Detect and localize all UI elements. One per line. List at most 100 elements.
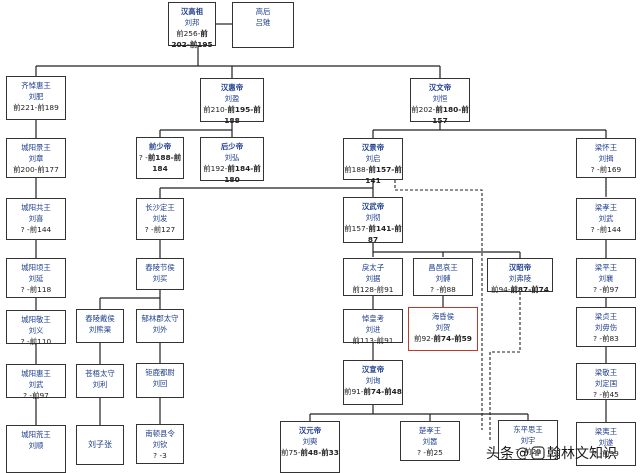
node-dates: ? -前127 [144,225,176,234]
node-title: 高后 [255,7,271,16]
node-name: 刘定国 [594,379,618,388]
node-qidaohui: 齐悼惠王刘肥前221-前189 [6,76,66,120]
node-cangwu: 苍梧太守刘利 [76,364,124,398]
node-name: 刘熊渠 [88,325,112,334]
node-dates: 前157-前141-前87 [344,224,402,244]
node-chengyangqing: 城阳顷王刘延? -前118 [6,258,66,298]
node-name: 刘钦 [152,440,168,449]
node-name: 刘据 [365,274,381,283]
node-name: 刘延 [28,274,44,283]
node-name: 刘外 [152,325,168,334]
node-dates: 前92-前74-前59 [414,334,472,343]
node-name: 刘彻 [365,213,381,222]
node-dates: ? -前45 [593,390,619,399]
node-changyiai: 昌邑哀王刘髆? -前88 [413,258,473,296]
node-name: 刘邦 [184,18,200,27]
node-liangjing: 梁敬王刘定国? -前45 [576,363,636,400]
node-name: 刘嚣 [422,437,438,446]
node-chengyangjing2: 城阳敬王刘义? -前110 [6,310,66,346]
node-xuandi: 汉宣帝刘询前91-前74-前48 [343,360,403,405]
node-haihun: 海昏侯刘贺前92-前74-前59 [408,307,478,351]
node-title: 梁孝王 [594,203,618,212]
node-name: 刘奭 [302,437,318,446]
node-name: 刘毋伤 [594,323,618,332]
node-houshao: 后少帝刘弘前192-前184-前180 [200,137,264,184]
node-chuxiao: 楚孝王刘嚣? -前25 [400,421,460,461]
node-title: 汉宣帝 [361,365,385,374]
node-title: 舂陵节侯 [145,263,175,272]
node-huidi: 汉惠帝刘盈前210-前195-前188 [200,78,264,125]
node-name: 刘武 [28,380,44,389]
node-title: 汉昭帝 [508,263,532,272]
node-title: 郁林郡太守 [141,314,179,323]
node-jingdi: 汉景帝刘启前188-前157-前141 [343,138,403,185]
node-title: 城阳敬王 [21,315,51,324]
node-title: 汉惠帝 [220,83,244,92]
node-nandun: 南顿县令刘钦 ? -3 [136,424,184,464]
succession-dashed [490,292,521,353]
node-name: 刘肥 [28,92,44,101]
node-title: 昌邑哀王 [428,263,458,272]
node-daohuang: 悼皇考刘进前113-前91 [343,309,403,345]
node-name: 刘喜 [28,214,44,223]
node-dates: ? -前39 [593,449,619,458]
node-chengyanggong: 城阳共王刘喜? -前144 [6,198,66,240]
node-name: 刘武 [598,214,614,223]
node-title: 前少帝 [148,142,172,151]
watermark-prefix: 头条 [486,446,514,462]
node-liangping: 梁平王刘襄? -前97 [576,258,636,298]
node-lianghuai: 梁怀王刘揖? -前169 [576,138,636,178]
node-dates: ? -前25 [417,448,443,457]
node-zhaodi: 汉昭帝刘弗陵前94-前87-前74 [487,258,553,294]
node-liuzizhang: 刘子张 [76,425,124,465]
node-title: 齐悼惠王 [21,81,51,90]
node-name: 刘启 [365,154,381,163]
node-title: 长沙定王 [145,203,175,212]
watermark-handle: 翰林文知识 [547,446,617,462]
watermark-at: @ [516,445,529,461]
node-dates: ? -前97 [23,391,49,400]
node-dates: 前256-前202-前195 [171,29,213,49]
node-name: 刘襄 [598,274,614,283]
node-title: 钜鹿都尉 [145,368,175,377]
node-qianshao: 前少帝? -前188-前184 [136,137,184,179]
node-dates: 前113-前91 [352,336,394,345]
node-name: 刘顺 [28,441,44,450]
node-wendi: 汉文帝刘恒前202-前180-前157 [410,78,470,125]
node-chunlingdai: 舂陵戴侯刘熊渠 [76,309,124,343]
node-dates: 前200-前177 [13,165,59,174]
node-dates: ? -前110 [20,337,52,346]
node-title: 梁怀王 [594,143,618,152]
node-name: 刘髆 [435,274,451,283]
node-yuandi: 汉元帝刘奭前75-前48-前33 [280,421,340,473]
node-title: 汉景帝 [361,143,385,152]
node-dates: ? -前97 [593,285,619,294]
node-name: 刘宇 [520,436,536,445]
node-title: 梁贞王 [594,312,618,321]
node-title: 南顿县令 [145,429,175,438]
node-changshading: 长沙定王刘发? -前127 [136,198,184,240]
node-title: 汉高祖 [180,7,204,16]
node-name: 刘揖 [598,154,614,163]
node-liangyi: 梁夷王刘遂 ? -前39 [576,422,636,466]
node-title: 苍梧太守 [85,369,115,378]
node-gaozu: 汉高祖刘邦前256-前202-前195 [168,2,216,49]
node-lvhou: 高后吕雉 [232,2,294,48]
node-chengyanghui: 城阳惠王刘武 ? -前97 [6,364,66,400]
node-title: 梁夷王 [594,427,618,436]
node-liangxiao: 梁孝王刘武? -前144 [576,198,636,240]
node-name: 刘买 [152,274,168,283]
node-name: 刘询 [365,376,381,385]
node-yulin: 郁林郡太守刘外 [136,309,184,343]
node-dates: ? -3 [153,451,167,460]
node-dates: 前128-前91 [352,285,394,294]
node-title: 汉武帝 [361,202,385,211]
node-name: 刘弗陵 [508,274,532,283]
node-title: 悼皇考 [361,314,385,323]
node-title: 城阳景王 [21,143,51,152]
node-title: 汉文帝 [428,83,452,92]
node-name: 刘遂 [598,438,614,447]
node-title: 城阳惠王 [21,369,51,378]
node-title: 城阳共王 [21,203,51,212]
node-dates: ? -前118 [20,285,52,294]
